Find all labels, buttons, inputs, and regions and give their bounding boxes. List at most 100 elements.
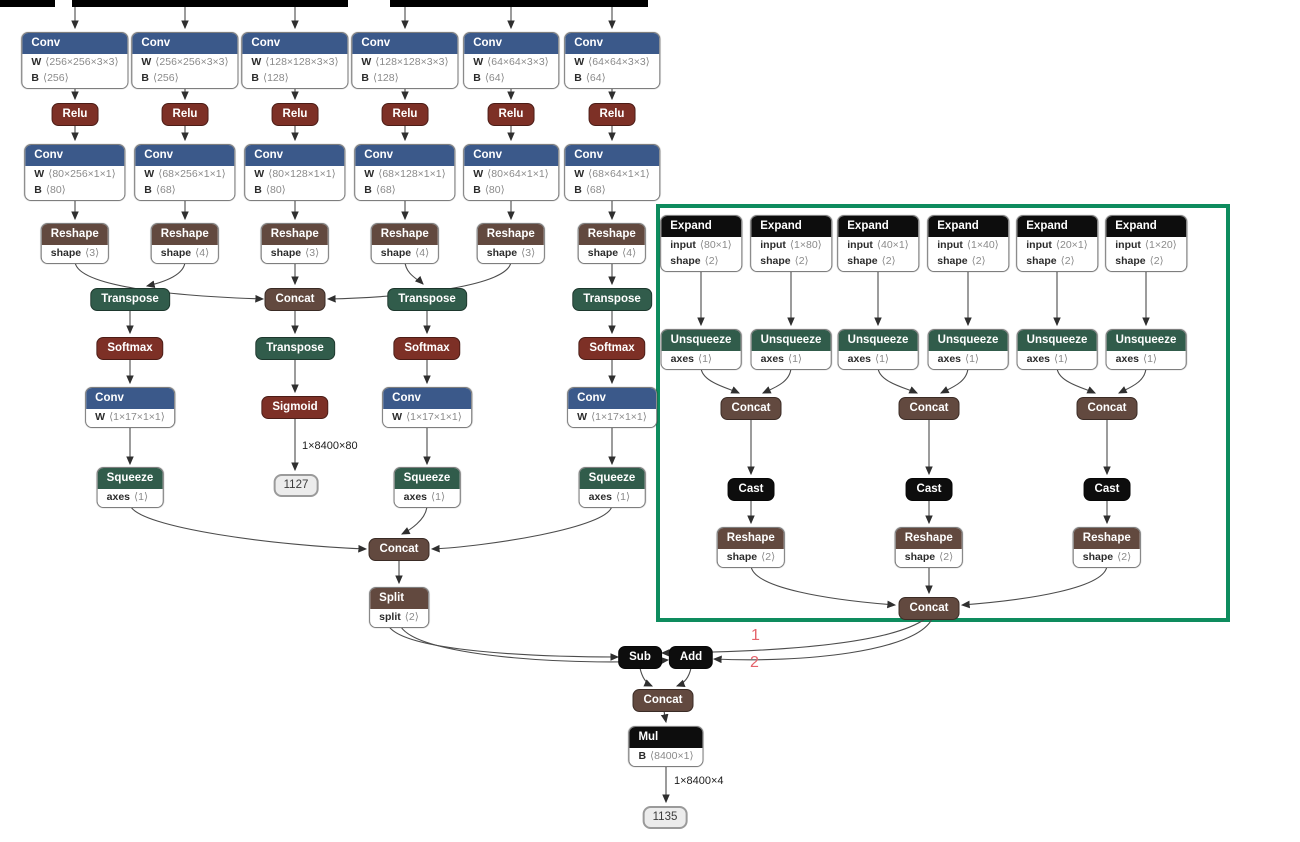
reshape-node[interactable]: Reshape shape⟨4⟩ [150,223,220,264]
softmax-node[interactable]: Softmax [578,337,646,360]
conv-node[interactable]: Conv W⟨1×17×1×1⟩ [382,387,472,428]
expand-node[interactable]: Expand input⟨40×1⟩ shape⟨2⟩ [837,215,919,272]
concat-node[interactable]: Concat [632,689,694,712]
node-title: Expand [838,216,918,237]
concat-node[interactable]: Concat [720,397,782,420]
node-title: Expand [1017,216,1097,237]
unsqueeze-node[interactable]: Unsqueeze axes⟨1⟩ [837,329,919,370]
reshape-node[interactable]: Reshape shape⟨2⟩ [716,527,786,568]
conv-node[interactable]: Conv W⟨68×64×1×1⟩ B⟨68⟩ [564,144,660,201]
reshape-node[interactable]: Reshape shape⟨3⟩ [40,223,110,264]
relu-node[interactable]: Relu [161,103,209,126]
output-value-box[interactable]: 1127 [273,474,319,497]
conv-node[interactable]: Conv W⟨1×17×1×1⟩ [85,387,175,428]
node-title: Conv [383,388,471,409]
squeeze-node[interactable]: Squeeze axes⟨1⟩ [393,467,461,508]
reshape-node[interactable]: Reshape shape⟨3⟩ [476,223,546,264]
conv-node[interactable]: Conv W⟨128×128×3×3⟩ B⟨128⟩ [351,32,459,89]
unsqueeze-node[interactable]: Unsqueeze axes⟨1⟩ [750,329,832,370]
node-title: Conv [464,145,558,166]
cast-node[interactable]: Cast [727,478,775,501]
node-title: Conv [132,33,238,54]
softmax-node[interactable]: Softmax [393,337,461,360]
output-value-box[interactable]: 1135 [642,806,688,829]
reshape-node[interactable]: Reshape shape⟨3⟩ [260,223,330,264]
node-title: Reshape [41,224,109,245]
node-title: Conv [352,33,458,54]
highlight-box [656,204,1230,622]
node-title: Reshape [261,224,329,245]
mul-node[interactable]: Mul B⟨8400×1⟩ [628,726,704,767]
node-title: Squeeze [97,468,163,489]
relu-node[interactable]: Relu [271,103,319,126]
cast-node[interactable]: Cast [905,478,953,501]
reshape-node[interactable]: Reshape shape⟨2⟩ [1072,527,1142,568]
relu-node[interactable]: Relu [381,103,429,126]
expand-node[interactable]: Expand input⟨1×20⟩ shape⟨2⟩ [1105,215,1187,272]
softmax-node[interactable]: Softmax [96,337,164,360]
node-title: Reshape [371,224,439,245]
transpose-node[interactable]: Transpose [387,288,467,311]
unsqueeze-node[interactable]: Unsqueeze axes⟨1⟩ [1105,329,1187,370]
offscreen-node-stub [72,0,348,7]
expand-node[interactable]: Expand input⟨1×40⟩ shape⟨2⟩ [927,215,1009,272]
node-title: Conv [242,33,348,54]
transpose-node[interactable]: Transpose [255,337,335,360]
unsqueeze-node[interactable]: Unsqueeze axes⟨1⟩ [660,329,742,370]
reshape-node[interactable]: Reshape shape⟨4⟩ [370,223,440,264]
conv-node[interactable]: Conv W⟨68×256×1×1⟩ B⟨68⟩ [134,144,236,201]
add-node[interactable]: Add [668,646,714,669]
unsqueeze-node[interactable]: Unsqueeze axes⟨1⟩ [927,329,1009,370]
node-title: Mul [629,727,703,748]
conv-node[interactable]: Conv W⟨80×256×1×1⟩ B⟨80⟩ [24,144,126,201]
node-title: Unsqueeze [661,330,741,351]
concat-node[interactable]: Concat [264,288,326,311]
conv-node[interactable]: Conv W⟨256×256×3×3⟩ B⟨256⟩ [21,32,129,89]
conv-node[interactable]: Conv W⟨68×128×1×1⟩ B⟨68⟩ [354,144,456,201]
node-title: Conv [86,388,174,409]
expand-node[interactable]: Expand input⟨20×1⟩ shape⟨2⟩ [1016,215,1098,272]
node-title: Squeeze [579,468,645,489]
concat-node[interactable]: Concat [368,538,430,561]
conv-node[interactable]: Conv W⟨80×64×1×1⟩ B⟨80⟩ [463,144,559,201]
node-title: Reshape [151,224,219,245]
reshape-node[interactable]: Reshape shape⟨2⟩ [894,527,964,568]
expand-node[interactable]: Expand input⟨80×1⟩ shape⟨2⟩ [660,215,742,272]
edge-order-marker: 2 [750,654,759,671]
reshape-node[interactable]: Reshape shape⟨4⟩ [577,223,647,264]
transpose-node[interactable]: Transpose [572,288,652,311]
conv-node[interactable]: Conv W⟨1×17×1×1⟩ [567,387,657,428]
concat-node[interactable]: Concat [898,397,960,420]
conv-node[interactable]: Conv W⟨128×128×3×3⟩ B⟨128⟩ [241,32,349,89]
node-title: Conv [22,33,128,54]
node-title: Unsqueeze [751,330,831,351]
sigmoid-node[interactable]: Sigmoid [261,396,329,419]
conv-node[interactable]: Conv W⟨80×128×1×1⟩ B⟨80⟩ [244,144,346,201]
node-title: Conv [565,145,659,166]
conv-node[interactable]: Conv W⟨64×64×3×3⟩ B⟨64⟩ [564,32,660,89]
node-title: Reshape [1073,528,1141,549]
split-node[interactable]: Split split⟨2⟩ [369,587,429,628]
node-title: Reshape [477,224,545,245]
conv-node[interactable]: Conv W⟨64×64×3×3⟩ B⟨64⟩ [463,32,559,89]
cast-node[interactable]: Cast [1083,478,1131,501]
edge-shape-label: 1×8400×4 [674,775,724,787]
node-title: Conv [464,33,558,54]
relu-node[interactable]: Relu [51,103,99,126]
squeeze-node[interactable]: Squeeze axes⟨1⟩ [96,467,164,508]
node-title: Conv [568,388,656,409]
relu-node[interactable]: Relu [588,103,636,126]
concat-node[interactable]: Concat [1076,397,1138,420]
unsqueeze-node[interactable]: Unsqueeze axes⟨1⟩ [1016,329,1098,370]
concat-node[interactable]: Concat [898,597,960,620]
transpose-node[interactable]: Transpose [90,288,170,311]
node-title: Reshape [717,528,785,549]
conv-node[interactable]: Conv W⟨256×256×3×3⟩ B⟨256⟩ [131,32,239,89]
node-title: Expand [751,216,831,237]
relu-node[interactable]: Relu [487,103,535,126]
sub-node[interactable]: Sub [618,646,662,669]
squeeze-node[interactable]: Squeeze axes⟨1⟩ [578,467,646,508]
node-title: Conv [245,145,345,166]
expand-node[interactable]: Expand input⟨1×80⟩ shape⟨2⟩ [750,215,832,272]
